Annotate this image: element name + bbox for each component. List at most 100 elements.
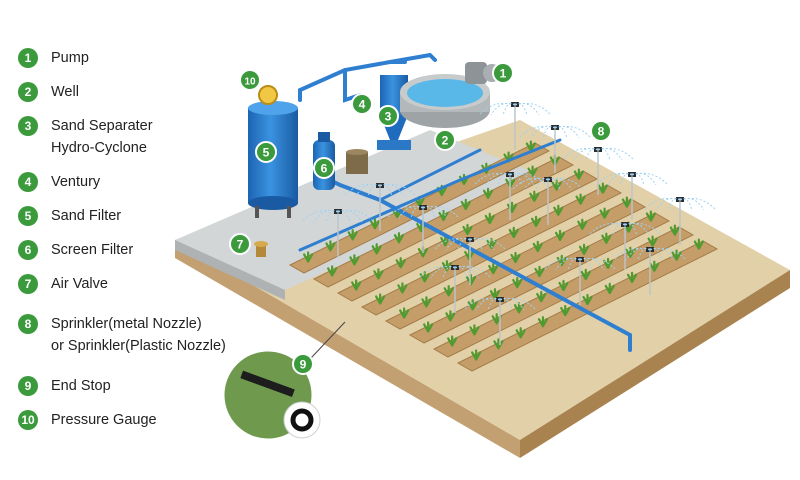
crop-plant: [393, 232, 405, 244]
water-spray: [433, 237, 471, 251]
water-spray: [325, 209, 339, 223]
crop-plant: [580, 268, 591, 281]
legend-label: Sprinkler(metal Nozzle): [51, 316, 202, 332]
crop-plant: [560, 304, 571, 317]
cyclone-base: [377, 140, 411, 150]
crop-plant: [554, 229, 566, 241]
svg-text:9: 9: [300, 358, 307, 372]
callout-1: 1: [492, 62, 514, 84]
crop-plant: [303, 251, 314, 263]
crop-plant: [621, 196, 632, 208]
tank-leg: [255, 206, 259, 218]
legend-badge: 5: [18, 206, 38, 226]
lateral-feed: [378, 148, 482, 202]
water-spray: [600, 222, 626, 236]
water-spray: [337, 209, 375, 223]
crop-plant: [351, 279, 362, 291]
svg-text:4: 4: [359, 98, 366, 112]
crop-plant: [693, 238, 704, 250]
water-spray: [367, 183, 381, 197]
soil-mound: [336, 170, 599, 302]
water-spray: [597, 147, 623, 161]
crop-plant: [645, 210, 656, 222]
sprinkler: [473, 172, 547, 220]
water-spray: [454, 265, 492, 279]
svg-text:6: 6: [321, 162, 328, 176]
sprinkler: [343, 183, 417, 231]
svg-text:5: 5: [263, 146, 270, 160]
water-spray: [343, 183, 381, 197]
crop-plant: [488, 262, 499, 275]
water-spray: [422, 205, 448, 219]
soil-row: [456, 238, 719, 372]
water-spray: [613, 247, 651, 261]
water-spray: [514, 102, 552, 116]
water-spray: [561, 147, 599, 161]
legend-item-air-valve: 7 Air Valve: [18, 274, 108, 295]
water-spray: [490, 102, 516, 116]
crop-plant: [438, 209, 449, 222]
water-spray: [585, 147, 599, 161]
water-spray: [535, 177, 549, 191]
legend-badge: 1: [18, 48, 38, 68]
water-spray: [398, 205, 424, 219]
crop-plant: [578, 243, 590, 255]
crop-plant: [529, 190, 540, 202]
callout-2: 2: [434, 129, 456, 151]
water-spray: [624, 222, 662, 236]
crop-plant: [347, 229, 358, 241]
water-spray: [547, 177, 573, 191]
water-spray: [518, 125, 556, 139]
crop-plant: [471, 349, 482, 361]
water-spray: [523, 177, 549, 191]
water-spray: [430, 265, 456, 279]
legend-item-sand-separater: 3 Sand Separater Hydro-Cyclone: [18, 116, 153, 159]
crop-plant: [482, 187, 494, 199]
water-spray: [588, 222, 626, 236]
field-side-right: [520, 270, 790, 458]
crop-plant: [604, 282, 615, 295]
sprinkler: [463, 297, 537, 345]
legend-badge: 2: [18, 82, 38, 102]
crop-plant: [445, 310, 456, 322]
legend-label: Pump: [51, 50, 89, 66]
legend-badge: 8: [18, 314, 38, 334]
svg-text:3: 3: [385, 110, 392, 124]
water-spray: [624, 222, 650, 236]
crop-plant: [515, 327, 526, 339]
water-spray: [631, 172, 657, 186]
legend-item-pressure-gauge: 10 Pressure Gauge: [18, 410, 157, 431]
water-spray: [514, 102, 540, 116]
pipe-pump: [388, 52, 437, 64]
water-spray: [497, 172, 511, 186]
water-spray: [579, 257, 617, 271]
crop-plant: [462, 223, 473, 236]
legend-badge: 9: [18, 376, 38, 396]
crop-plant: [532, 240, 543, 253]
water-spray: [475, 297, 501, 311]
sub-main: [298, 138, 562, 252]
crop-plant: [649, 260, 660, 272]
soil-mound: [312, 156, 575, 288]
end-stop-inset: [221, 321, 346, 442]
soil-mound: [432, 226, 695, 358]
crop-plant: [371, 243, 382, 255]
crop-plant: [669, 224, 680, 236]
sprinkler: [511, 177, 585, 225]
water-spray: [637, 247, 651, 261]
crop-plant: [601, 232, 612, 244]
air-valve-top: [254, 241, 268, 247]
svg-text:2: 2: [442, 134, 449, 148]
water-spray: [573, 147, 599, 161]
water-spray: [386, 205, 424, 219]
crop-plant: [369, 218, 381, 230]
legend-label: End Stop: [51, 378, 111, 394]
crop-plant: [530, 215, 542, 227]
water-spray: [597, 147, 635, 161]
water-spray: [595, 172, 633, 186]
crop-plant: [510, 251, 521, 264]
legend-label-line2: or Sprinkler(Plastic Nozzle): [51, 338, 226, 354]
venturi-bucket: [346, 149, 368, 174]
legend-item-sand-filter: 5 Sand Filter: [18, 206, 121, 227]
